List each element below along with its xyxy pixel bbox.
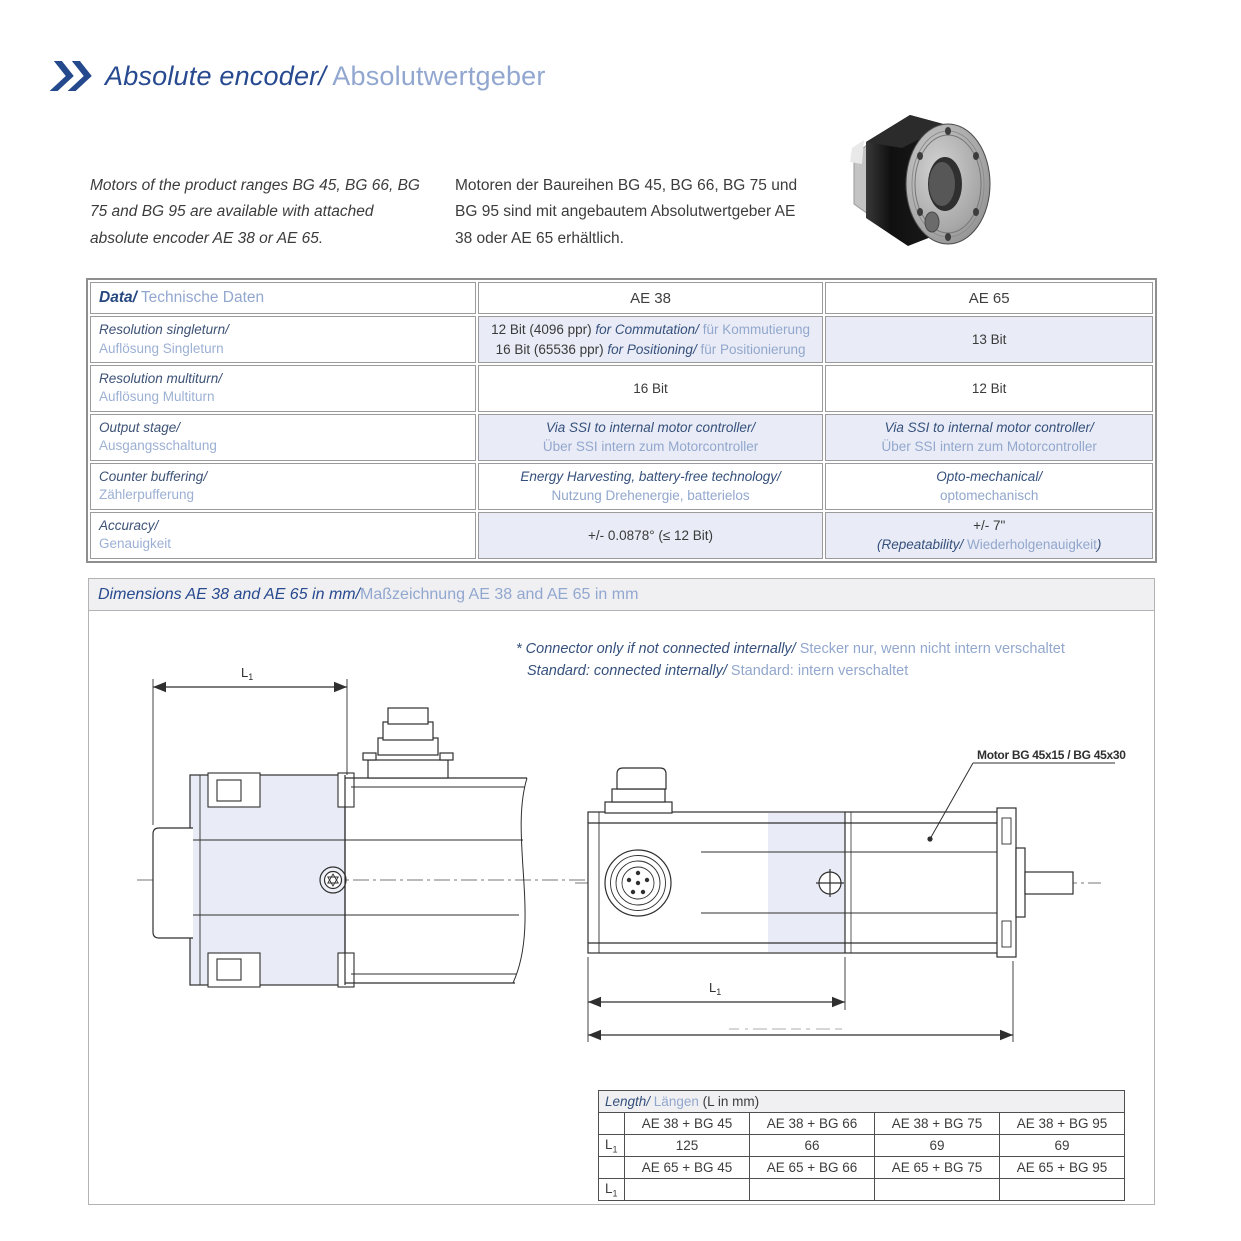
value-ae65: 12 Bit	[825, 365, 1153, 412]
dimensions-title-de: Maßzeichnung AE 38 and AE 65 in mm	[360, 585, 639, 603]
page-title-de: Absolutwertgeber	[326, 60, 546, 91]
row-output-stage: Output stage/ Ausgangsschaltung Via SSI …	[90, 413, 1153, 461]
ae65-values-row: L1	[598, 1178, 1125, 1201]
page-title-en: Absolute encoder/	[105, 60, 327, 91]
ae65-header-row: AE 65 + BG 45 AE 65 + BG 66 AE 65 + BG 7…	[598, 1156, 1125, 1179]
value-ae38: Energy Harvesting, battery-free technolo…	[477, 462, 824, 510]
ae38-bg75-value: 69	[874, 1134, 1000, 1157]
l1-row-label: L1	[598, 1178, 625, 1201]
ae65-bg95-value	[999, 1178, 1125, 1201]
length-table-header-row: Length/ Längen (L in mm)	[598, 1090, 1125, 1113]
ae65-bg75-header: AE 65 + BG 75	[874, 1156, 1000, 1179]
row-label: Accuracy/ Genauigkeit	[90, 511, 476, 559]
m12-connector	[604, 849, 672, 917]
value-ae65: 13 Bit	[825, 316, 1153, 364]
ae38-bg66-header: AE 38 + BG 66	[749, 1112, 875, 1135]
row-resolution-multiturn: Resolution multiturn/ Auflösung Multitur…	[90, 365, 1153, 412]
data-table-header-row: Data/ Technische Daten AE 38 AE 65	[90, 282, 1153, 314]
side-view-left: L1	[137, 665, 589, 988]
ae38-bg95-value: 69	[999, 1134, 1125, 1157]
data-table: Data/ Technische Daten AE 38 AE 65 Resol…	[86, 278, 1157, 563]
page-header: Absolute encoder/ Absolutwertgeber	[50, 60, 546, 92]
column-header-ae65: AE 65	[825, 282, 1153, 314]
page-title: Absolute encoder/ Absolutwertgeber	[105, 61, 546, 92]
value-ae38: Via SSI to internal motor controller/ Üb…	[477, 413, 824, 461]
technical-drawing: L1	[137, 665, 1126, 1042]
length-table: Length/ Längen (L in mm) AE 38 + BG 45 A…	[598, 1090, 1125, 1201]
motor-label-leader	[927, 762, 1115, 842]
shaft	[1024, 871, 1074, 895]
ae38-bg45-value: 125	[624, 1134, 750, 1157]
data-table-title-de: Technische Daten	[136, 289, 265, 306]
ae65-bg45-header: AE 65 + BG 45	[624, 1156, 750, 1179]
dimensions-title: Dimensions AE 38 and AE 65 in mm/ Maßzei…	[89, 579, 1154, 611]
ae65-bg95-header: AE 65 + BG 95	[999, 1156, 1125, 1179]
dimension-l1-right	[587, 957, 846, 1042]
row-accuracy: Accuracy/ Genauigkeit +/- 0.0878° (≤ 12 …	[90, 511, 1153, 559]
ae65-bg75-value	[874, 1178, 1000, 1201]
row-label: Counter buffering/ Zählerpufferung	[90, 462, 476, 510]
connector-top	[362, 707, 454, 779]
intro-german: Motoren der Baureihen BG 45, BG 66, BG 7…	[455, 176, 798, 247]
product-photo	[842, 102, 1017, 267]
column-header-ae38: AE 38	[477, 282, 824, 314]
dimension-l1-left	[152, 679, 348, 825]
ae38-values-row: L1 125 66 69 69	[598, 1134, 1125, 1157]
ae38-bg45-header: AE 38 + BG 45	[624, 1112, 750, 1135]
connector-top	[604, 767, 673, 814]
row-label: Resolution multiturn/ Auflösung Multitur…	[90, 365, 476, 412]
ae38-bg66-value: 66	[749, 1134, 875, 1157]
value-ae65: Opto-mechanical/ optomechanisch	[825, 462, 1153, 510]
ae38-header-row: AE 38 + BG 45 AE 38 + BG 66 AE 38 + BG 7…	[598, 1112, 1125, 1135]
row-counter-buffering: Counter buffering/ Zählerpufferung Energ…	[90, 462, 1153, 510]
ae38-bg75-header: AE 38 + BG 75	[874, 1112, 1000, 1135]
ae65-bg45-value	[624, 1178, 750, 1201]
svg-text:L1: L1	[241, 665, 253, 682]
phillips-screw	[816, 869, 844, 897]
side-view-right: L1 Motor	[575, 748, 1126, 1042]
dimension-overall	[588, 961, 1014, 1042]
intro-english: Motors of the product ranges BG 45, BG 6…	[90, 176, 420, 247]
data-table-title-cell: Data/ Technische Daten	[90, 282, 476, 314]
value-ae38: 12 Bit (4096 ppr) for Commutation/ für K…	[477, 316, 824, 364]
break-line	[512, 777, 528, 984]
length-table-title: Length/ Längen (L in mm)	[598, 1090, 1125, 1113]
row-resolution-singleturn: Resolution singleturn/ Auflösung Singlet…	[90, 316, 1153, 364]
torx-screw	[319, 866, 347, 894]
double-chevron-icon	[50, 61, 92, 91]
dimensions-title-en: Dimensions AE 38 and AE 65 in mm/	[98, 585, 361, 603]
l1-row-label: L1	[598, 1134, 625, 1157]
ae38-bg95-header: AE 38 + BG 95	[999, 1112, 1125, 1135]
data-table-title-en: Data/	[99, 289, 137, 306]
ae65-bg66-value	[749, 1178, 875, 1201]
row-label: Output stage/ Ausgangsschaltung	[90, 413, 476, 461]
value-ae38: 16 Bit	[477, 365, 824, 412]
value-ae65: Via SSI to internal motor controller/ Üb…	[825, 413, 1153, 461]
ae65-bg66-header: AE 65 + BG 66	[749, 1156, 875, 1179]
value-ae65: +/- 7" (Repeatability/ Wiederholgenauigk…	[825, 511, 1153, 559]
row-label: Resolution singleturn/ Auflösung Singlet…	[90, 316, 476, 364]
connector-note: * Connector only if not connected intern…	[516, 641, 1065, 679]
dimensions-section: Dimensions AE 38 and AE 65 in mm/ Maßzei…	[88, 578, 1155, 1205]
motor-label: Motor BG 45x15 / BG 45x30	[977, 748, 1126, 762]
svg-text:L1: L1	[709, 980, 721, 997]
value-ae38: +/- 0.0878° (≤ 12 Bit)	[477, 511, 824, 559]
